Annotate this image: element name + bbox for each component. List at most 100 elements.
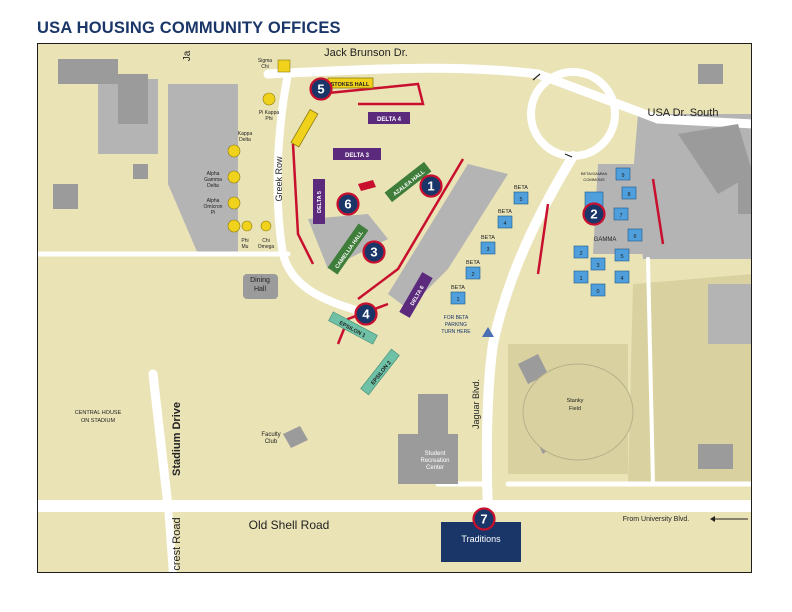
- delta-5[interactable]: DELTA 5: [313, 179, 325, 224]
- location-marker-4[interactable]: 4: [354, 302, 378, 326]
- delta-3-label: DELTA 3: [345, 153, 370, 159]
- beta-3-label: BETA: [481, 235, 495, 241]
- stanky-field-label-1: Stanky: [567, 398, 584, 404]
- stokes-hall-label: STOKES HALL: [331, 82, 370, 88]
- src-label-3: Center: [426, 465, 444, 471]
- delta-3[interactable]: DELTA 3: [333, 148, 381, 160]
- pi-kappa-phi-label-1: Pi Kappa: [259, 110, 280, 116]
- beta-2-label: BETA: [466, 260, 480, 266]
- arrow-left-icon: [710, 516, 748, 522]
- location-marker-2[interactable]: 2: [582, 202, 606, 226]
- beta-parking-line-1: FOR BETA: [444, 315, 469, 321]
- road-jaguar-partial: Ja: [182, 50, 193, 61]
- commons-label-1: BETA/GAMMA: [581, 171, 608, 176]
- greek-houses: [227, 59, 291, 233]
- delta-4-label: DELTA 4: [377, 117, 402, 123]
- stanky-field-label-2: Field: [569, 406, 581, 412]
- location-marker-5[interactable]: 5: [309, 77, 333, 101]
- src-label-1: Student: [425, 451, 446, 457]
- beta-5-label: BETA: [514, 185, 528, 191]
- gamma-7: 7: [619, 213, 622, 219]
- central-house-label-1: CENTRAL HOUSE: [75, 410, 122, 416]
- traditions-label: Traditions: [461, 534, 501, 544]
- page-title: USA HOUSING COMMUNITY OFFICES: [37, 19, 341, 37]
- location-marker-icon: [582, 202, 606, 226]
- chi-omega-label-2: Omega: [258, 244, 275, 250]
- greek-labels: Sigma Chi Pi Kappa Phi Kappa Delta Alpha…: [204, 58, 280, 250]
- beta-2-num: 2: [471, 272, 474, 278]
- triangle-up-icon: [482, 327, 494, 337]
- location-marker-6[interactable]: 6: [336, 192, 360, 216]
- beta-parking-line-3: TURN HERE: [441, 329, 471, 335]
- gamma-4: 4: [620, 276, 623, 282]
- beta-parking-line-2: PARKING: [445, 322, 467, 328]
- location-marker-number: 3: [370, 245, 377, 260]
- beta-1-num: 1: [456, 297, 459, 303]
- beta-parking-note: FOR BETA PARKING TURN HERE: [441, 315, 471, 335]
- kappa-delta-label-1: Kappa: [238, 131, 253, 137]
- location-marker-3[interactable]: 3: [362, 240, 386, 264]
- location-marker-icon: [309, 77, 333, 101]
- gamma-3: 3: [596, 263, 599, 269]
- road-stadium-drive: Stadium Drive: [171, 402, 183, 476]
- roads: [38, 63, 751, 572]
- beta-1-label: BETA: [451, 285, 465, 291]
- src-label-2: Recreation: [420, 458, 449, 464]
- gamma-6: 6: [633, 234, 636, 240]
- agd-label-1: Alpha: [207, 171, 220, 177]
- gamma-labels: 9 8 7 6 2 5 3 1 4 0 GAMMA BETA/GAMMA COM…: [579, 171, 636, 295]
- gamma-8: 8: [627, 192, 630, 198]
- dining-hall-label-1: Dining: [250, 277, 270, 284]
- chi-omega-label-1: Chi: [262, 238, 270, 244]
- building-labels: Dining Hall Faculty Club CENTRAL HOUSE O…: [75, 277, 584, 471]
- agd-label-2: Gamma: [204, 177, 222, 183]
- location-marker-number: 4: [362, 307, 370, 322]
- location-marker-number: 5: [317, 82, 324, 97]
- road-jaguar-blvd: Jaguar Blvd.: [471, 379, 481, 429]
- agd-label-3: Delta: [207, 183, 219, 189]
- location-marker-number: 6: [344, 197, 351, 212]
- road-hillcrest: crest Road: [171, 517, 183, 570]
- road-old-shell: Old Shell Road: [249, 518, 330, 532]
- curved-arrow-icon: [532, 73, 573, 158]
- location-marker-icon: [354, 302, 378, 326]
- delta-office-marker: [358, 180, 376, 191]
- location-marker-icon: [362, 240, 386, 264]
- gamma-1: 1: [579, 276, 582, 282]
- road-usa-dr-south: USA Dr. South: [648, 107, 719, 119]
- delta-5-label: DELTA 5: [317, 191, 323, 213]
- location-marker-1[interactable]: 1: [419, 174, 443, 198]
- sigma-chi-label-2: Chi: [261, 64, 269, 70]
- campus-buildings: [53, 59, 751, 484]
- stokes-hall-wing: [290, 108, 319, 148]
- phi-mu-label-1: Phi: [241, 238, 248, 244]
- aop-label-3: Pi: [211, 210, 215, 216]
- beta-5-num: 5: [519, 197, 522, 203]
- campus-map[interactable]: STOKES HALL Sigma Chi Pi Kappa Phi Kappa…: [37, 43, 752, 573]
- stokes-hall[interactable]: STOKES HALL: [327, 77, 374, 89]
- location-marker-icon: [336, 192, 360, 216]
- pi-kappa-phi-label-2: Phi: [265, 116, 272, 122]
- location-marker-number: 1: [427, 179, 434, 194]
- map-canvas[interactable]: STOKES HALL Sigma Chi Pi Kappa Phi Kappa…: [38, 44, 752, 573]
- gamma-9: 9: [621, 173, 624, 179]
- beta-buildings: [450, 191, 529, 305]
- aop-label-1: Alpha: [207, 198, 220, 204]
- stanky-field: [522, 363, 634, 461]
- gamma-2: 2: [579, 251, 582, 257]
- delta-4[interactable]: DELTA 4: [368, 112, 410, 124]
- location-marker-7[interactable]: 7: [472, 507, 496, 531]
- gamma-5: 5: [620, 254, 623, 260]
- gamma-0: 0: [596, 289, 599, 295]
- location-marker-number: 7: [480, 512, 487, 527]
- aop-label-2: Omicron: [204, 204, 223, 210]
- beta-4-num: 4: [503, 221, 506, 227]
- commons-label-2: COMMONS: [583, 177, 605, 182]
- road-jack-brunson: Jack Brunson Dr.: [324, 47, 408, 59]
- beta-labels: 1 2 3 4 5 BETA BETA BETA BETA BETA: [451, 185, 528, 303]
- location-marker-icon: [472, 507, 496, 531]
- sigma-chi-label-1: Sigma: [258, 58, 272, 64]
- beta-3-num: 3: [486, 247, 489, 253]
- location-marker-number: 2: [590, 207, 597, 222]
- road-greek-row: Greek Row: [274, 156, 284, 202]
